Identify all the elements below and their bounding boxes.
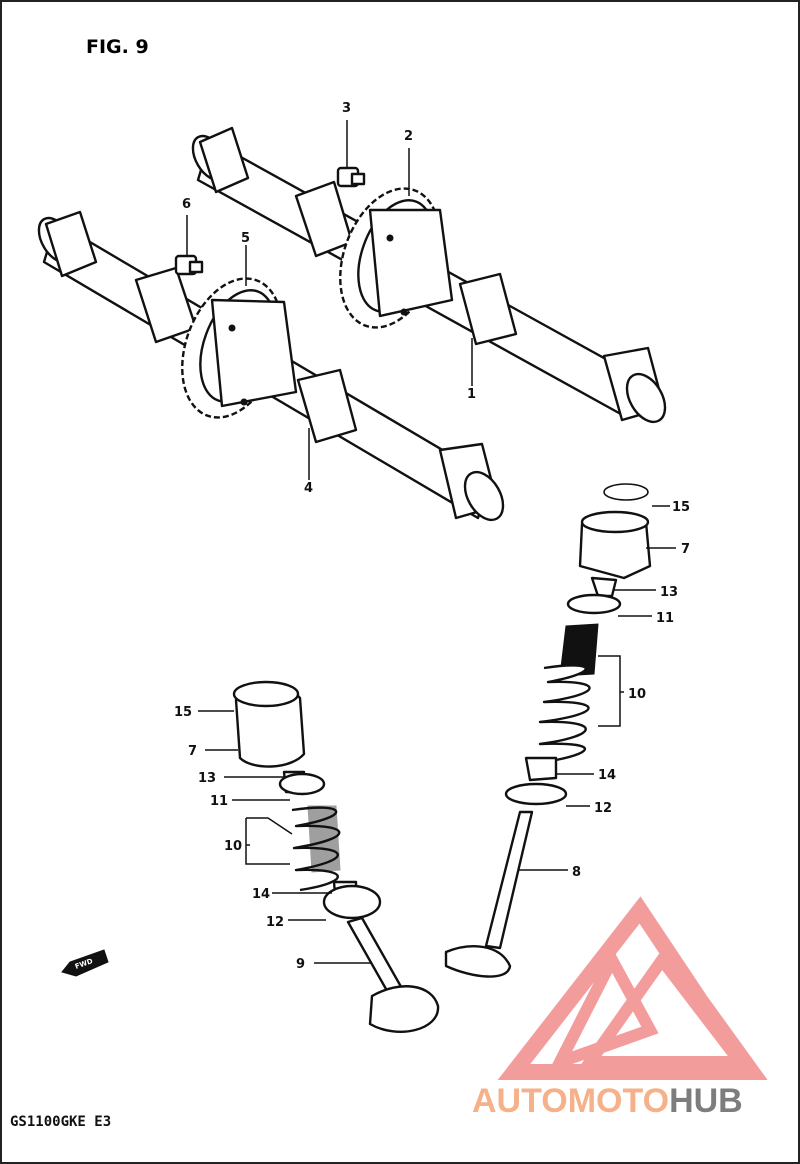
callout-5: 5: [241, 231, 250, 246]
callout-13-right: 13: [660, 585, 678, 600]
watermark-text: AUTOMOTOHUB: [472, 1082, 743, 1120]
sprocket-bolt-upper: [336, 166, 366, 188]
cam-sprocket-intake: [339, 187, 454, 329]
callout-15-left: 15: [174, 705, 192, 720]
watermark-text-part2: HUB: [669, 1082, 743, 1120]
watermark-text-part1: AUTOMOTO: [472, 1082, 669, 1120]
callout-10-right: 10: [628, 687, 646, 702]
figure-title: FIG. 9: [86, 36, 149, 58]
valve-assembly-left: [232, 680, 440, 1033]
model-code: GS1100GKE E3: [10, 1114, 111, 1130]
callout-labels: 1 2 3 4 5 6 7 7 8 9 10 10 11 11 12 12 13…: [174, 101, 690, 972]
valve-spring-left: [291, 805, 341, 892]
callout-10-left: 10: [224, 839, 242, 854]
callout-11-right: 11: [656, 611, 674, 626]
callout-7-right: 7: [681, 542, 690, 557]
callout-3: 3: [342, 101, 351, 116]
watermark-logo: [497, 896, 768, 1080]
callout-9: 9: [296, 957, 305, 972]
cam-sprocket-exhaust: [181, 277, 298, 419]
valve-spring-inner-right: [559, 623, 599, 677]
callout-12-right: 12: [594, 801, 612, 816]
callout-13-left: 13: [198, 771, 216, 786]
callout-15-right: 15: [672, 500, 690, 515]
callout-11-left: 11: [210, 794, 228, 809]
forward-marker: FWD: [61, 949, 109, 977]
callout-14-right: 14: [598, 768, 616, 783]
callout-14-left: 14: [252, 887, 270, 902]
sprocket-bolt-lower: [174, 254, 204, 276]
callout-8: 8: [572, 865, 581, 880]
callout-12-left: 12: [266, 915, 284, 930]
callout-7-left: 7: [188, 744, 197, 759]
valve-assembly-right: [444, 483, 652, 978]
callout-2: 2: [404, 129, 413, 144]
callout-1: 1: [467, 387, 476, 402]
leader-lines: [186, 120, 676, 964]
callout-4: 4: [304, 481, 313, 496]
valve-spring-outer-right: [538, 664, 591, 762]
callout-6: 6: [182, 197, 191, 212]
